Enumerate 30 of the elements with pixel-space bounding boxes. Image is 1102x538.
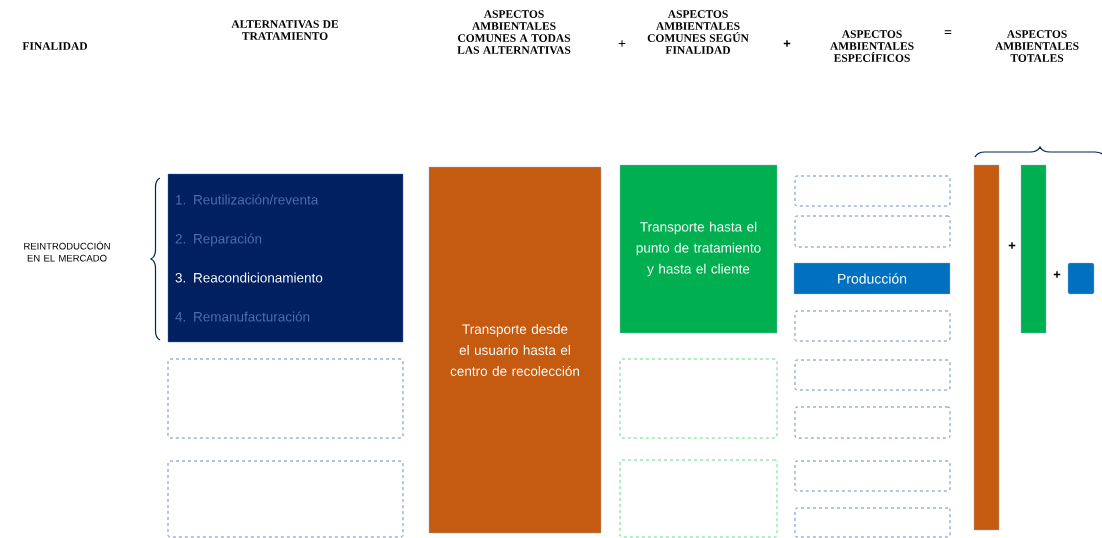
plus-sign: + bbox=[1008, 242, 1016, 249]
dashed-box bbox=[619, 358, 778, 439]
header: ASPECTOS AMBIENTALES TOTALES bbox=[995, 30, 1079, 62]
list-box: 1. Reutilización/reventa 2. Reparación 3. Reacondicionamiento 4. Remanufacturación bbox=[167, 173, 404, 343]
dashed-box bbox=[794, 406, 951, 439]
dashed-box bbox=[794, 310, 951, 342]
dashed-box bbox=[794, 460, 951, 492]
dashed-box bbox=[794, 215, 951, 248]
plus-sign: + bbox=[618, 40, 626, 47]
header: ASPECTOS AMBIENTALES ESPECÍFICOS bbox=[830, 30, 914, 62]
plus-sign: + bbox=[1053, 271, 1061, 278]
square bbox=[1067, 262, 1095, 295]
dashed-box bbox=[794, 507, 951, 538]
dashed-box bbox=[794, 359, 951, 391]
process-box: Transporte hasta el punto de tratamiento y hasta el cliente bbox=[619, 164, 778, 334]
dashed-box bbox=[167, 358, 404, 439]
header: FINALIDAD bbox=[22, 42, 87, 50]
bar bbox=[973, 164, 1000, 531]
plus-sign: + bbox=[783, 40, 791, 47]
dashed-box bbox=[167, 460, 404, 538]
header: ASPECTOS AMBIENTALES COMUNES SEGÚN FINALIDAD bbox=[647, 10, 749, 54]
header: ALTERNATIVAS DE TRATAMIENTO bbox=[231, 20, 339, 40]
row-label: REINTRODUCCIÓN EN EL MERCADO bbox=[24, 241, 110, 262]
equals-sign: = bbox=[944, 30, 952, 34]
dashed-box bbox=[619, 459, 778, 538]
dashed-box bbox=[794, 175, 951, 207]
process-box: Transporte desde el usuario hasta el centro de recolección bbox=[428, 166, 602, 534]
process-box: Producción bbox=[793, 262, 951, 295]
bar bbox=[1020, 164, 1047, 334]
header: ASPECTOS AMBIENTALES COMUNES A TODAS LAS ALTERNATIVAS bbox=[457, 10, 571, 54]
